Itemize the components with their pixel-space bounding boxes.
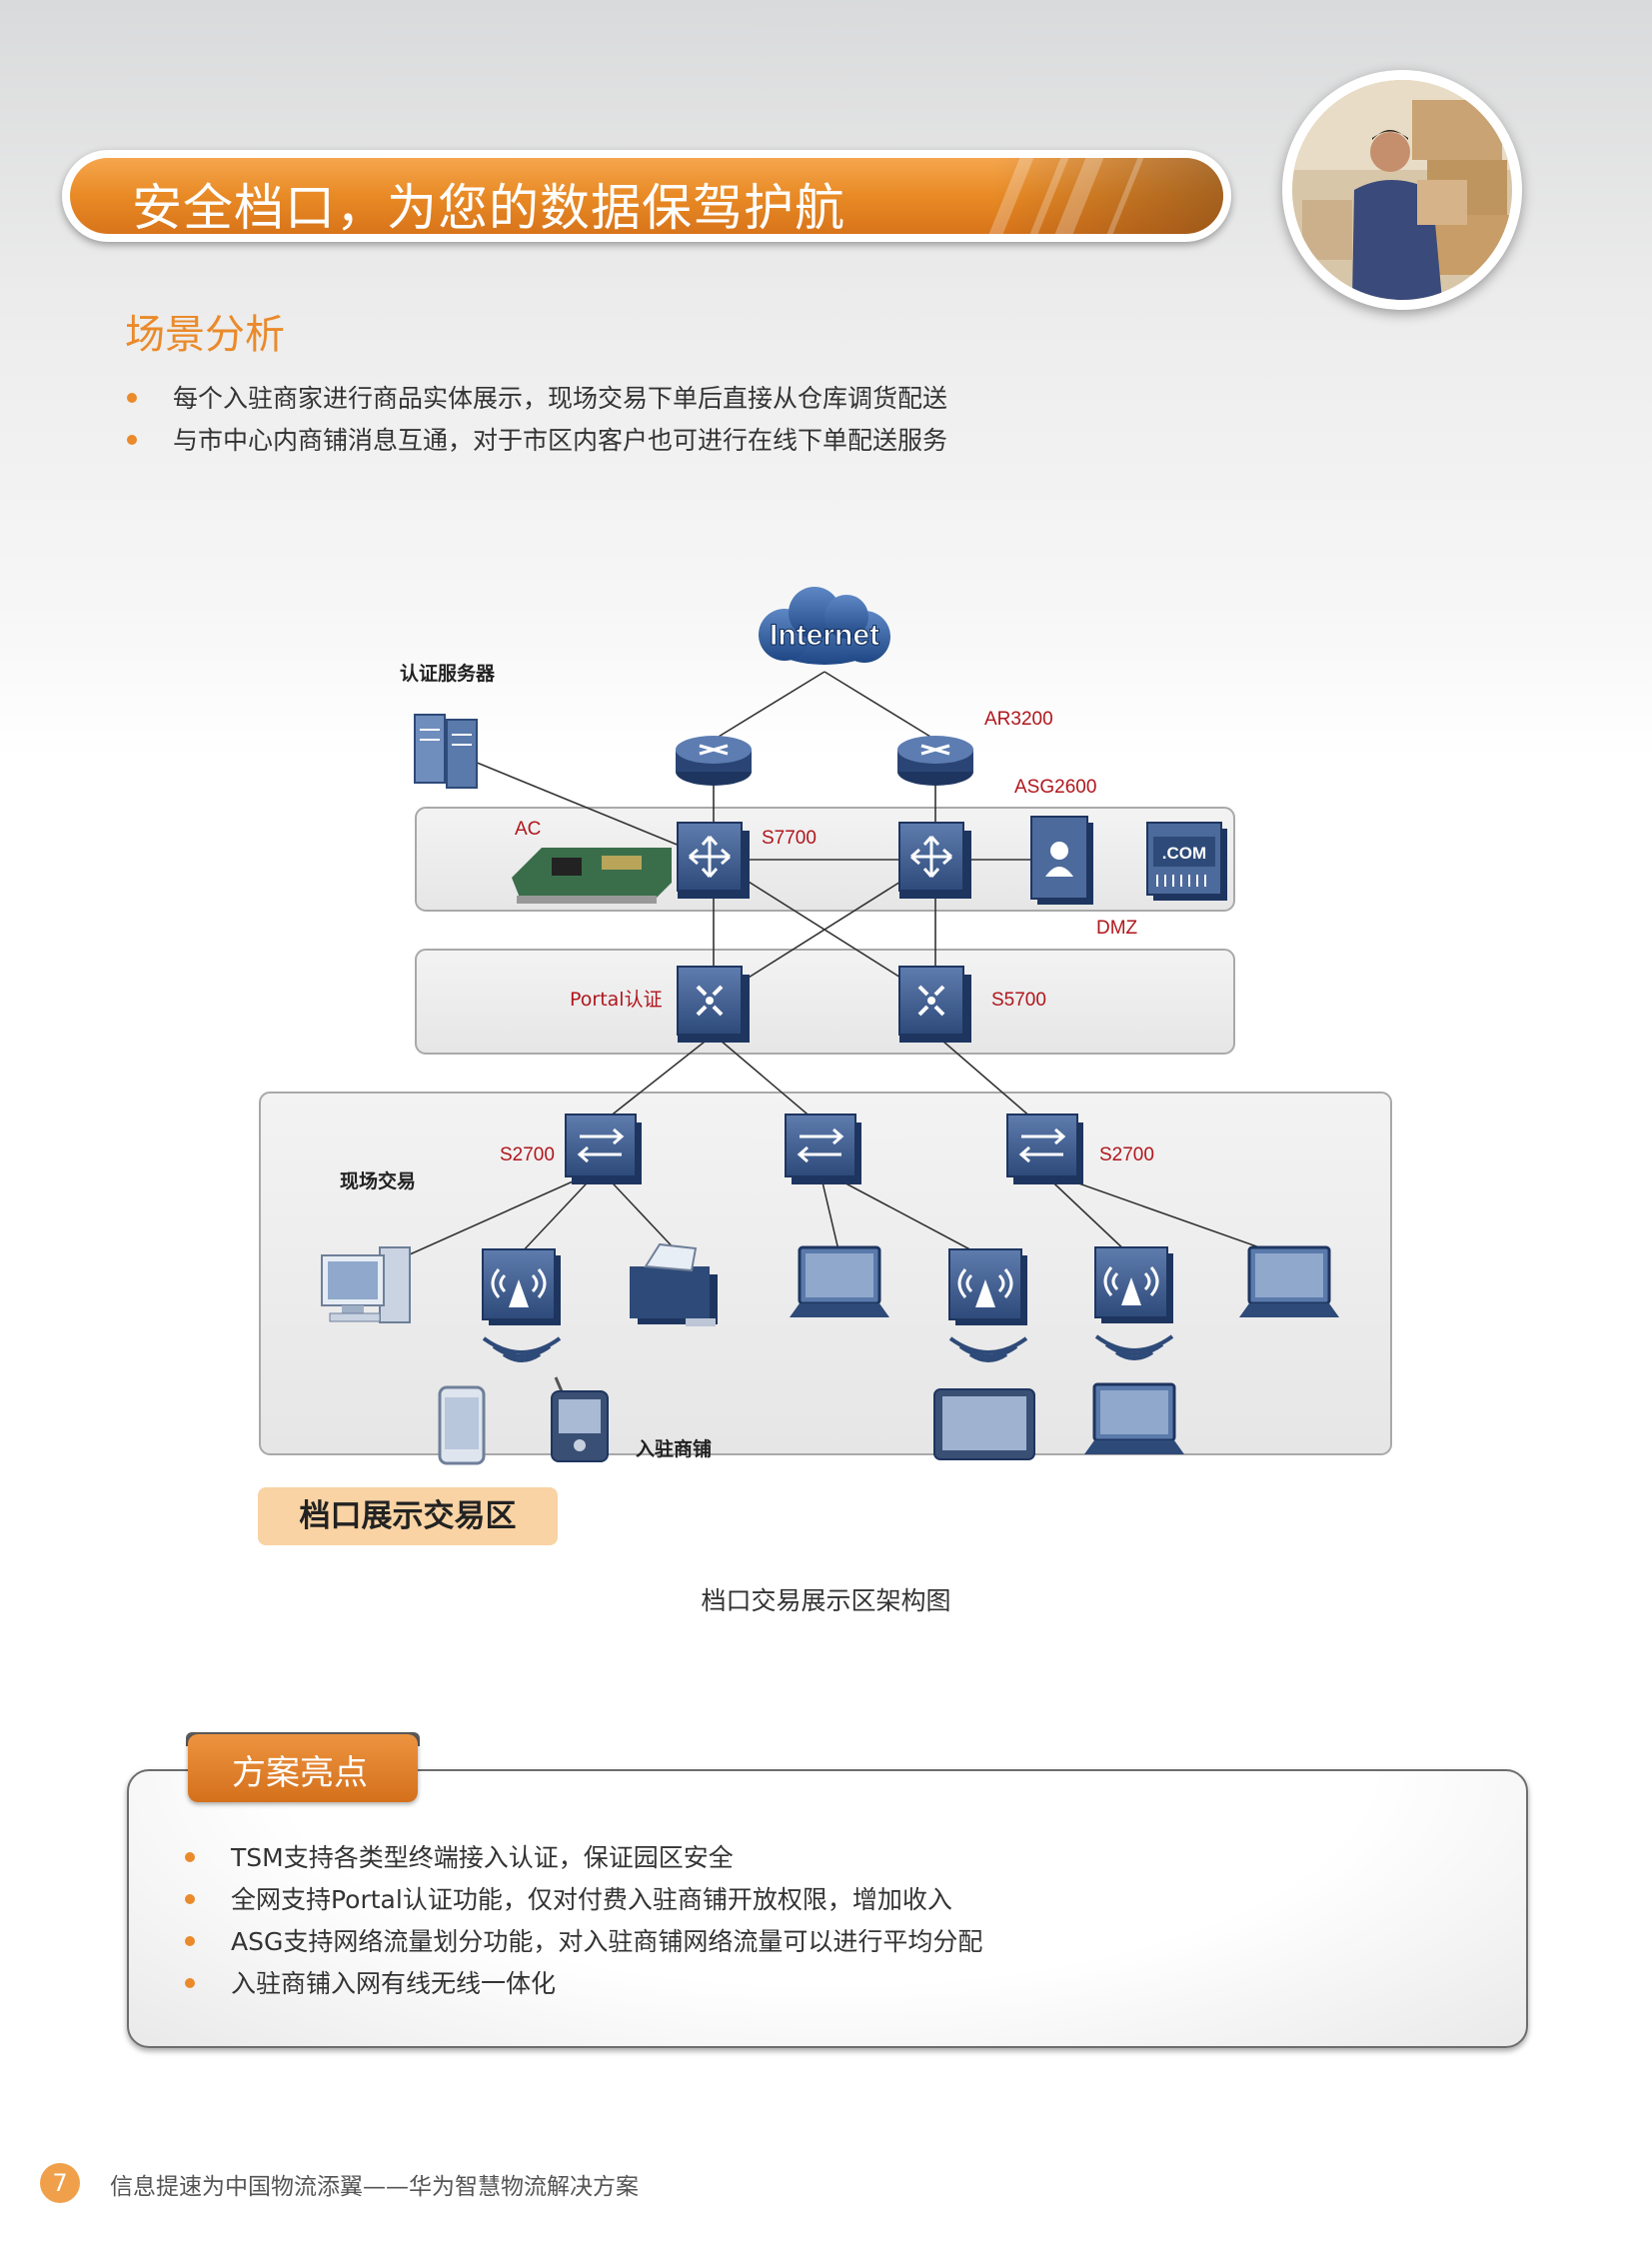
s5700-label: S5700	[991, 990, 1046, 1011]
wireless-ap-icon	[1094, 1246, 1173, 1323]
highlights-panel	[127, 1769, 1528, 2048]
access-switch-icon	[785, 1114, 861, 1184]
scenario-list: 每个入驻商家进行商品实体展示，现场交易下单后直接从仓库调货配送 与市中心内商铺消…	[125, 378, 947, 462]
laptop-icon	[1084, 1382, 1184, 1454]
page-number: 7	[40, 2163, 80, 2203]
pda-icon	[551, 1376, 609, 1462]
laptop-icon	[1239, 1245, 1339, 1317]
tenant-shop-label: 入驻商铺	[636, 1437, 712, 1460]
auth-server-icon	[414, 714, 478, 789]
s2700-left-label: S2700	[500, 1144, 555, 1165]
aggregation-switch-icon	[677, 966, 750, 1043]
title-banner-fill: 安全档口，为您的数据保驾护航	[70, 158, 1223, 234]
diagram-caption: 档口交易展示区架构图	[701, 1586, 951, 1615]
core-switch-icon	[898, 822, 971, 899]
access-switch-icon	[1006, 1114, 1083, 1184]
highlights-list: TSM支持各类型终端接入认证，保证园区安全 全网支持Portal认证功能，仅对付…	[183, 1837, 982, 2005]
printer-icon	[630, 1242, 718, 1326]
onsite-trade-label: 现场交易	[340, 1169, 416, 1192]
tablet-icon	[933, 1388, 1035, 1460]
desktop-pc-icon	[321, 1246, 411, 1323]
ar3200-label: AR3200	[984, 709, 1053, 730]
list-item: 全网支持Portal认证功能，仅对付费入驻商铺开放权限，增加收入	[183, 1879, 982, 1921]
smartphone-icon	[438, 1385, 486, 1465]
internet-cloud: Internet	[759, 587, 890, 665]
list-item: TSM支持各类型终端接入认证，保证园区安全	[183, 1837, 982, 1879]
list-item: ASG支持网络流量划分功能，对入驻商铺网络流量可以进行平均分配	[183, 1921, 982, 1963]
section-heading-scenario: 场景分析	[125, 312, 285, 358]
portal-label: Portal认证	[570, 989, 663, 1011]
list-item: 每个入驻商家进行商品实体展示，现场交易下单后直接从仓库调货配送	[125, 378, 947, 420]
ac-label: AC	[515, 819, 541, 840]
dmz-label: DMZ	[1096, 918, 1138, 939]
s7700-label: S7700	[762, 828, 817, 849]
router-icon	[676, 736, 752, 786]
core-switch-icon	[677, 822, 750, 899]
footer-text: 信息提速为中国物流添翼——华为智慧物流解决方案	[110, 2174, 639, 2200]
list-item: 与市中心内商铺消息互通，对于市区内客户也可进行在线下单配送服务	[125, 420, 947, 462]
laptop-icon	[790, 1245, 889, 1317]
worker-photo	[1282, 70, 1522, 310]
aggregation-zone	[415, 949, 1235, 1055]
aggregation-switch-icon	[898, 966, 971, 1043]
page-title: 安全档口，为您的数据保驾护航	[132, 179, 845, 234]
firewall-icon	[1030, 816, 1093, 905]
web-server-icon: .COM	[1146, 822, 1227, 901]
zone-label-booth-trade: 档口展示交易区	[258, 1487, 558, 1545]
s2700-right-label: S2700	[1099, 1144, 1154, 1165]
auth-server-label: 认证服务器	[400, 662, 496, 685]
ac-controller-icon	[512, 848, 672, 904]
highlights-tab: 方案亮点	[186, 1732, 420, 1802]
highlights-title: 方案亮点	[232, 1753, 368, 1793]
asg2600-label: ASG2600	[1014, 777, 1096, 798]
network-architecture-diagram: Internet AR3200 ASG2600 认证服务器 AC	[259, 587, 1392, 1465]
list-item: 入驻商铺入网有线无线一体化	[183, 1963, 982, 2005]
wireless-ap-icon	[948, 1248, 1027, 1325]
access-switch-icon	[565, 1114, 642, 1184]
internet-label: Internet	[770, 619, 879, 652]
wireless-ap-icon	[482, 1248, 561, 1325]
router-icon	[897, 736, 973, 786]
title-banner: 安全档口，为您的数据保驾护航	[62, 150, 1231, 242]
com-label: .COM	[1162, 844, 1206, 863]
